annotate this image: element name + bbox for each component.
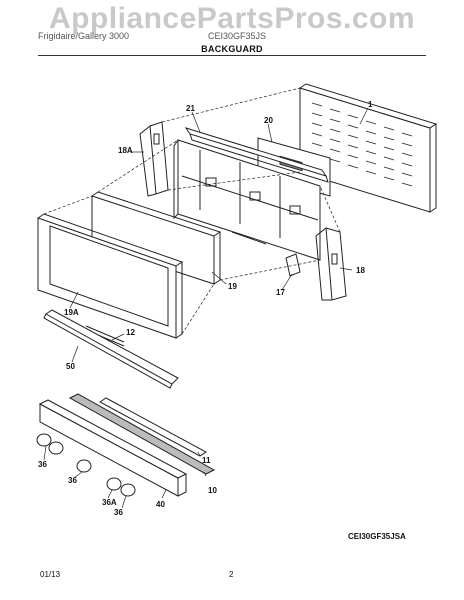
section-title: BACKGUARD bbox=[201, 44, 263, 54]
bracket-part-17 bbox=[285, 253, 301, 277]
back-panel-part-1 bbox=[298, 83, 438, 213]
part-label-19a: 19A bbox=[64, 308, 79, 317]
part-label-21: 21 bbox=[186, 104, 195, 113]
part-label-10: 10 bbox=[208, 486, 217, 495]
model-code: CEI30GF35JSA bbox=[348, 532, 406, 541]
assembly-guide-lines bbox=[43, 87, 341, 335]
watermark: AppliancePartsPros.com bbox=[48, 2, 416, 35]
part-label-18a: 18A bbox=[118, 146, 133, 155]
part-label-11: 11 bbox=[202, 456, 211, 465]
part-label-50: 50 bbox=[66, 362, 75, 371]
part-label-20: 20 bbox=[264, 116, 273, 125]
control-panel-part-40 bbox=[38, 399, 188, 497]
part-label-36-right: 36 bbox=[114, 508, 123, 517]
right-end-cap-part-18 bbox=[315, 227, 347, 301]
part-label-40: 40 bbox=[156, 500, 165, 509]
part-label-18: 18 bbox=[356, 266, 365, 275]
page-number: 2 bbox=[229, 570, 234, 579]
part-label-36-mid: 36 bbox=[68, 476, 77, 485]
header-left-text: Frigidaire/Gallery 3000 bbox=[38, 31, 130, 41]
knobs-part-36 bbox=[36, 433, 136, 497]
part-label-17: 17 bbox=[276, 288, 285, 297]
strip-part-11 bbox=[99, 397, 207, 457]
strip-part-10 bbox=[68, 393, 216, 475]
left-end-cap-part-18a bbox=[139, 121, 169, 197]
part-label-36-left: 36 bbox=[38, 460, 47, 469]
leader-lines bbox=[43, 107, 369, 509]
front-trim-part-19a bbox=[37, 213, 184, 339]
footer-date: 01/13 bbox=[40, 570, 61, 579]
part-label-36a: 36A bbox=[102, 498, 117, 507]
header-right-text: CEI30GF35JS bbox=[208, 31, 267, 41]
part-label-1: 1 bbox=[368, 100, 373, 109]
header-rule bbox=[38, 55, 426, 56]
lower-trim-part-50 bbox=[43, 309, 179, 389]
part-label-12: 12 bbox=[126, 328, 135, 337]
top-trim-part-21 bbox=[184, 127, 329, 183]
part-label-19: 19 bbox=[228, 282, 237, 291]
